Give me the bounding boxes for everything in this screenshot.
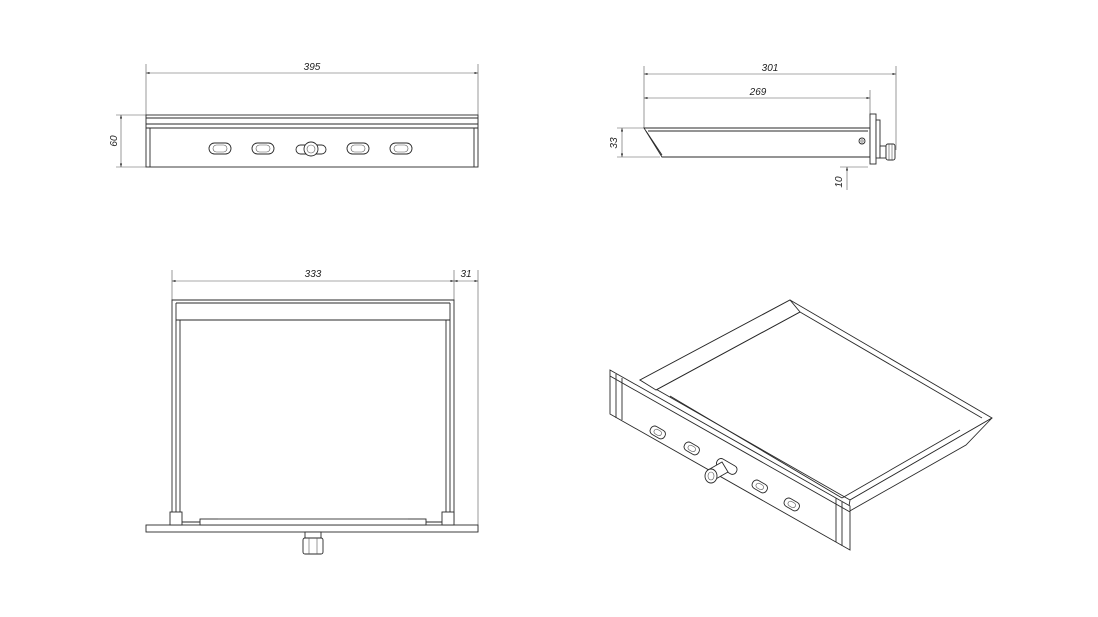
dim-label-side-knob-offset: 10 (834, 176, 845, 188)
iso-slot (751, 479, 768, 494)
front-knob (295, 141, 327, 157)
front-slot (346, 142, 370, 155)
dim-label-side-height: 33 (609, 137, 620, 149)
top-view: 333 31 (145, 269, 479, 555)
front-view: 395 60 (109, 62, 479, 168)
front-slot (208, 142, 232, 155)
isometric-view (609, 299, 993, 551)
dim-label-front-width: 395 (304, 62, 321, 73)
top-knob (302, 531, 324, 555)
dim-label-top-width: 333 (305, 269, 322, 280)
dim-label-side-depth-total: 301 (762, 63, 779, 74)
dim-label-side-depth-inner: 269 (749, 87, 767, 98)
iso-slot (783, 497, 800, 512)
iso-slot (649, 425, 666, 440)
side-view: 301 269 33 10 (609, 63, 897, 190)
dim-label-top-rail: 31 (460, 269, 471, 280)
dim-label-front-height: 60 (109, 135, 120, 147)
front-slot (251, 142, 275, 155)
side-knob (879, 143, 896, 161)
iso-knob (704, 458, 738, 484)
front-slot (389, 142, 413, 155)
iso-slot (683, 441, 700, 456)
